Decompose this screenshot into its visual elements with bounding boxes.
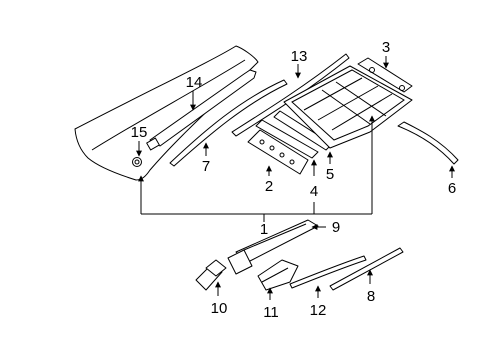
bracket-assembly-9 [227,219,319,275]
reinforcement-part [247,129,309,175]
callout-7: 7 [202,158,210,175]
molding-strip-7 [169,79,288,167]
part-10 [195,259,227,291]
roof-rail-6 [397,121,459,165]
callout-8: 8 [367,288,375,305]
callout-6: 6 [448,180,456,197]
callout-4: 4 [310,183,318,200]
callout-14: 14 [186,74,203,91]
part-12 [289,255,367,289]
callout-2: 2 [265,178,273,195]
roof-molding-on-panel [146,69,257,151]
roof-bow-part [255,119,319,159]
callout-1: 1 [260,221,268,238]
part-11 [257,259,299,291]
roof-rail-3 [357,57,413,93]
leader-lines [136,56,455,300]
nut-part [132,157,142,167]
callout-10: 10 [211,300,228,317]
callout-13: 13 [291,48,308,65]
callout-5: 5 [326,166,334,183]
callout-15: 15 [131,124,148,141]
callout-3: 3 [382,39,390,56]
callout-labels: 1 2 3 4 5 6 7 8 9 10 11 12 13 14 15 [131,39,457,321]
callout-bracket [138,115,375,222]
callout-11: 11 [263,304,279,321]
sunroof-frame [283,65,413,149]
callout-9: 9 [332,219,340,236]
callout-12: 12 [310,302,327,319]
part-8 [329,247,404,291]
molding-strip-13 [231,53,350,137]
roof-panel [74,45,259,181]
